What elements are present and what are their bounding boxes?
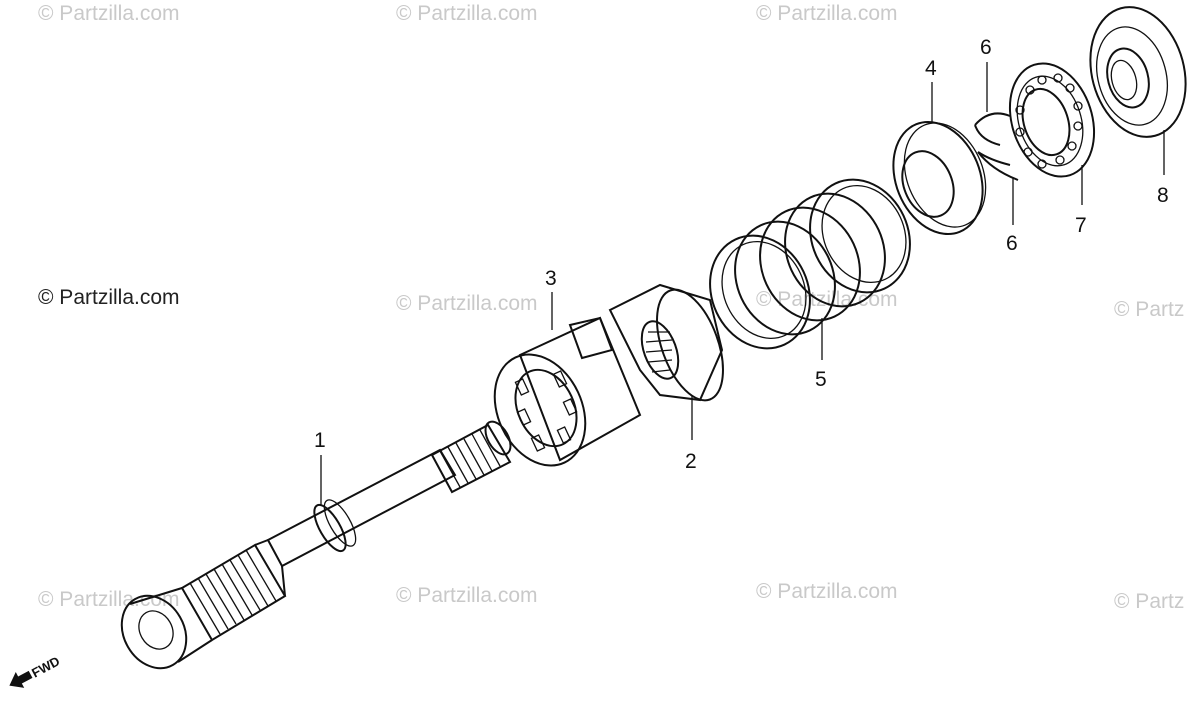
callout-1: 1 xyxy=(314,429,326,452)
watermark: © Partz xyxy=(1114,590,1185,613)
callout-4: 4 xyxy=(925,57,937,80)
watermark: © Partzilla.com xyxy=(396,584,538,607)
direction-label: FWD xyxy=(29,653,62,680)
part-2-cam xyxy=(608,283,724,402)
watermark: © Partzilla.com xyxy=(396,2,538,25)
callout-3: 3 xyxy=(545,267,557,290)
part-7-bearing xyxy=(1008,62,1096,178)
part-8-seal xyxy=(1089,6,1187,138)
part-1-shaft xyxy=(120,420,512,670)
callout-6-bottom: 6 xyxy=(1006,232,1018,255)
leader-lines xyxy=(320,62,1165,505)
callout-7: 7 xyxy=(1075,214,1087,237)
watermark-main: © Partzilla.com xyxy=(38,286,180,309)
part-5-spring xyxy=(709,178,911,350)
watermark: © Partzilla.com xyxy=(756,288,898,311)
callout-2: 2 xyxy=(685,450,697,473)
part-6-retainer xyxy=(974,112,1019,181)
part-3-housing xyxy=(493,316,642,467)
part-4-washer xyxy=(892,120,987,236)
watermark: © Partzilla.com xyxy=(756,580,898,603)
callout-5: 5 xyxy=(815,368,827,391)
watermark: © Partzilla.com xyxy=(756,2,898,25)
watermark: © Partzilla.com xyxy=(38,588,180,611)
callout-6-top: 6 xyxy=(980,36,992,59)
watermark: © Partzilla.com xyxy=(38,2,180,25)
forward-arrow-icon: FWD xyxy=(9,653,62,688)
watermark: © Partz xyxy=(1114,298,1185,321)
callout-8: 8 xyxy=(1157,184,1169,207)
watermark: © Partzilla.com xyxy=(396,292,538,315)
